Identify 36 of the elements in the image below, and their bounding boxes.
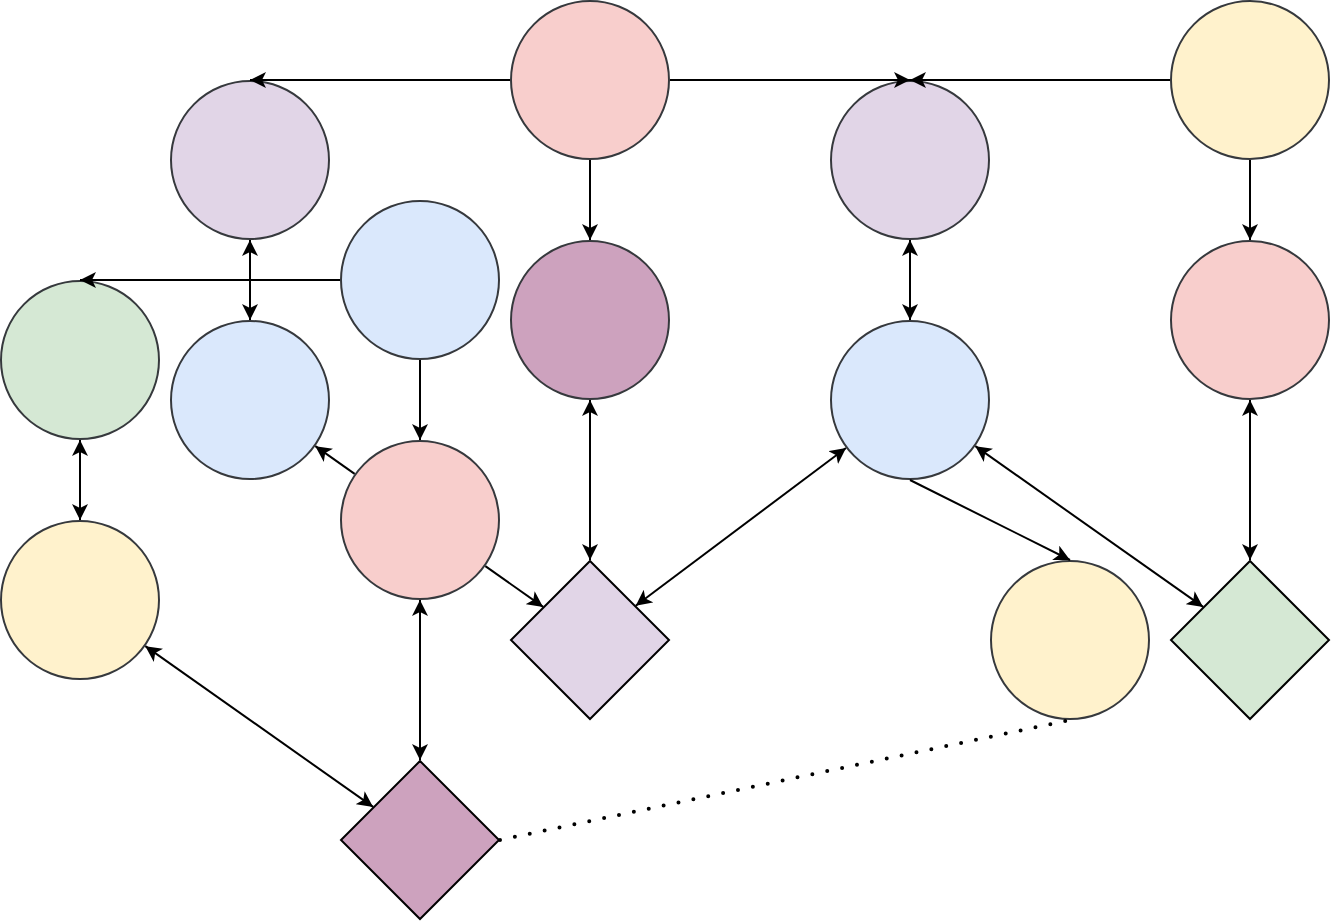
arrow	[412, 359, 428, 441]
circle-node	[170, 80, 330, 240]
double-arrow	[634, 447, 847, 607]
double-arrow	[1242, 399, 1258, 561]
double-arrow	[974, 445, 1205, 608]
circle-node	[990, 560, 1150, 720]
diamond-node	[340, 760, 500, 920]
circle-node	[510, 0, 670, 160]
circle-node	[830, 320, 990, 480]
double-arrow	[582, 399, 598, 561]
circle-node	[510, 240, 670, 400]
dotted-line	[498, 718, 1072, 842]
circle-node	[830, 80, 990, 240]
arrow	[669, 72, 911, 88]
arrow	[484, 565, 545, 608]
circle-node	[340, 200, 500, 360]
circle-node	[0, 520, 160, 680]
arrow	[582, 159, 598, 241]
double-arrow	[242, 239, 258, 321]
double-arrow	[902, 239, 918, 321]
circle-node	[1170, 240, 1330, 400]
double-arrow	[72, 439, 88, 521]
arrow	[249, 72, 511, 88]
arrow	[909, 479, 1071, 561]
double-arrow	[412, 599, 428, 761]
arrow	[1242, 159, 1258, 241]
circle-node	[170, 320, 330, 480]
arrow	[314, 445, 356, 475]
arrow	[909, 72, 1171, 88]
double-arrow	[144, 645, 375, 808]
arrow	[79, 272, 341, 288]
circle-node	[1170, 0, 1330, 160]
circle-node	[0, 280, 160, 440]
diamond-node	[510, 560, 670, 720]
circle-node	[340, 440, 500, 600]
diamond-node	[1170, 560, 1330, 720]
